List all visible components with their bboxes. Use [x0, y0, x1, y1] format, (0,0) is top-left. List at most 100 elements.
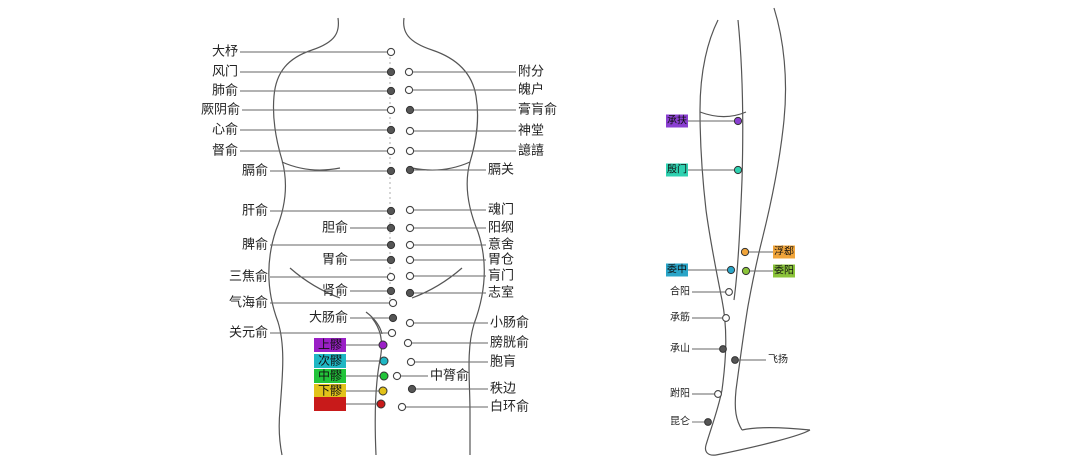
leg-points: 承扶殷门浮郄委中委阳合阳承筋承山飞扬跗阳昆仑: [666, 114, 795, 428]
acupoint-marker: [397, 402, 407, 412]
acupoint-marker: [387, 328, 397, 338]
leg-label-box: [773, 264, 795, 278]
acupoint-marker: [406, 357, 416, 367]
leg-tagged-point: 委阳: [741, 264, 795, 278]
acupoint-label: 膈俞: [242, 163, 268, 179]
acupoint-label: 肝俞: [242, 203, 268, 219]
sacral-point: [314, 397, 386, 411]
back-left-point: 肝俞: [242, 203, 396, 219]
back-right-point: 志室: [405, 285, 514, 301]
leg-label-box: [666, 163, 688, 177]
acupoint-label: 承山: [670, 343, 690, 355]
acupoint-marker: [392, 371, 402, 381]
acupoint-marker: [386, 272, 396, 282]
back-left-point: 大杼: [212, 45, 396, 60]
acupoint-label: 督俞: [212, 143, 238, 159]
acupoint-label: 小肠俞: [490, 315, 529, 331]
sacral-label-box: [314, 338, 346, 352]
acupoint-marker: [726, 265, 736, 275]
back-right-point: 阳纲: [405, 221, 514, 236]
acupoint-marker: [404, 67, 414, 77]
acupoint-marker: [731, 356, 739, 364]
acupoint-marker: [388, 298, 398, 308]
acupoint-label: 秩边: [490, 382, 516, 397]
acupoint-marker: [405, 146, 415, 156]
acupoint-label: 合阳: [670, 285, 690, 298]
acupoint-label: 肓门: [488, 268, 514, 284]
acupoint-marker: [733, 165, 743, 175]
leg-label-box: [666, 114, 688, 128]
back-right-point: 膏肓俞: [405, 102, 557, 118]
acupoint-label: 膀胱俞: [490, 335, 529, 351]
acupoint-label: 殷门: [667, 163, 687, 176]
acupoint-label: 中髎: [318, 368, 342, 383]
acupoint-label: 三焦俞: [229, 269, 268, 285]
acupoint-label: 厥阴俞: [201, 102, 240, 118]
acupoint-marker: [733, 116, 743, 126]
acupoint-marker: [388, 313, 398, 323]
leg-tagged-point: 承扶: [666, 114, 743, 128]
acupoint-marker: [386, 286, 396, 296]
acupoint-label: 心俞: [212, 122, 238, 138]
back-right-point: 膈关: [405, 163, 514, 178]
leg-tagged-point: 殷门: [666, 163, 743, 177]
sacral-point: 中髎: [314, 368, 389, 383]
acupoint-marker: [386, 86, 396, 96]
acupoint-label: 上髎: [318, 338, 342, 352]
acupoint-marker: [386, 47, 396, 57]
back-left-point: 三焦俞: [229, 269, 396, 285]
back-right-point: 白环俞: [397, 399, 529, 415]
acupoint-label: 浮郄: [774, 245, 794, 258]
back-left-point: 风门: [212, 65, 396, 80]
back-right-points: 附分魄户膏肓俞神堂譩譆膈关魂门阳纲意舍胃仓肓门志室小肠俞膀胱俞胞肓中膂俞秩边白环…: [392, 65, 557, 415]
back-left-point: 胆俞: [322, 220, 396, 236]
acupoint-marker: [386, 105, 396, 115]
acupoint-marker: [379, 371, 389, 381]
acupoint-marker: [704, 418, 712, 426]
acupoint-label: 承筋: [670, 311, 690, 324]
acupoint-label: 神堂: [518, 124, 544, 139]
acupoint-marker: [405, 240, 415, 250]
leg-plain-point: 承山: [670, 343, 727, 355]
acupoint-marker: [741, 266, 751, 276]
acupoint-label: 气海俞: [229, 295, 268, 311]
back-left-point: 肾俞: [322, 283, 396, 299]
acupoint-marker: [405, 165, 415, 175]
back-left-point: 厥阴俞: [201, 102, 396, 118]
leg-plain-point: 跗阳: [670, 387, 722, 400]
acupoint-label: 大肠俞: [309, 310, 348, 326]
acupoint-label: 承扶: [667, 114, 687, 127]
acupoint-marker: [722, 314, 730, 322]
back-right-point: 胞肓: [406, 354, 516, 370]
acupoint-label: 委阳: [774, 264, 794, 277]
acupoint-label: 风门: [212, 65, 238, 80]
back-left-point: 脾俞: [242, 237, 396, 253]
back-right-point: 中膂俞: [392, 368, 469, 384]
back-right-point: 意舍: [405, 237, 514, 253]
acupoint-marker: [386, 240, 396, 250]
leg-label-box: [773, 245, 795, 259]
acupoint-marker: [386, 125, 396, 135]
back-right-point: 胃仓: [405, 253, 514, 268]
acupoint-marker: [379, 356, 389, 366]
acupoint-marker: [740, 247, 750, 257]
back-figure-outline: [268, 17, 485, 456]
acupoint-marker: [378, 386, 388, 396]
acupoint-marker: [405, 126, 415, 136]
acupoint-label: 魄户: [518, 82, 544, 98]
acupoint-label: 膈关: [488, 163, 514, 178]
acupoint-marker: [386, 67, 396, 77]
back-left-point: 膈俞: [242, 163, 396, 179]
acupoint-label: 譩譆: [518, 143, 544, 159]
acupoint-label: 胞肓: [490, 354, 516, 370]
acupoint-marker: [386, 166, 396, 176]
acupoint-label: 委中: [667, 263, 687, 276]
acupoint-marker: [376, 399, 386, 409]
acupoint-label: 志室: [488, 285, 514, 301]
acupoint-marker: [403, 338, 413, 348]
acupoint-label: 魂门: [488, 202, 514, 218]
